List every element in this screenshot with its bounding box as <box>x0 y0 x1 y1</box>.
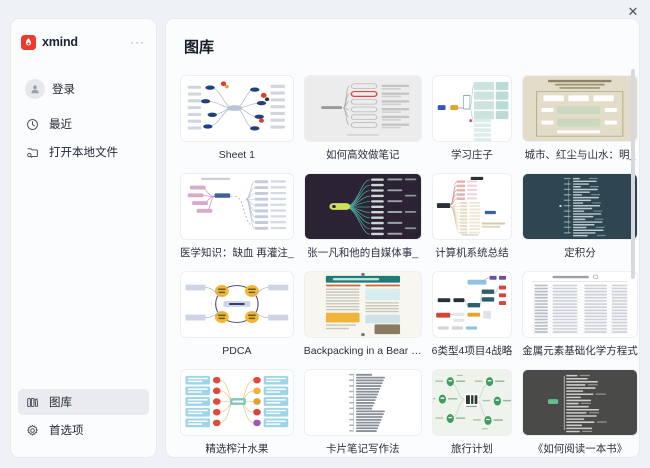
title-bar: ✕ <box>0 0 650 18</box>
gallery-card-label: Backpacking in a Bear … <box>303 345 422 357</box>
sidebar-item-recent[interactable]: 最近 <box>18 111 149 137</box>
gallery-card-thumbnail[interactable] <box>522 271 638 338</box>
gallery-card-label: 城市、红尘与山水：明_ <box>524 149 636 161</box>
gallery-card-thumbnail[interactable] <box>522 173 638 240</box>
gallery-scrollbar[interactable] <box>631 69 635 453</box>
gallery-card[interactable]: 6类型4项目4战略 <box>431 260 513 358</box>
sidebar-item-open-local-file-label: 打开本地文件 <box>49 147 118 159</box>
clock-icon <box>25 117 40 132</box>
gallery-card[interactable]: 学习庄子 <box>431 64 513 162</box>
gallery-card-label: 医学知识：缺血 再灌注_ <box>180 247 294 259</box>
gallery-card[interactable]: 卡片笔记写作法 <box>303 358 422 456</box>
gallery-card-label: Sheet 1 <box>218 149 255 161</box>
gallery-card-thumbnail[interactable] <box>180 369 294 436</box>
gallery-grid: Sheet 1 如何高效做笔记 学习庄子 城市、红尘与山水：明_ 医学知识：缺血 再灌注… <box>166 64 639 456</box>
gallery-card[interactable]: 《如何阅读一本书》 <box>522 358 638 456</box>
gallery-card-label: 旅行计划 <box>450 443 493 455</box>
gallery-card-thumbnail[interactable] <box>522 75 638 142</box>
close-window-button[interactable]: ✕ <box>627 3 639 19</box>
sidebar-item-recent-label: 最近 <box>49 119 72 131</box>
xmind-logo-icon <box>21 34 36 50</box>
gallery-card-thumbnail[interactable] <box>431 173 513 240</box>
gallery-card-label: 《如何阅读一本书》 <box>532 443 628 455</box>
gallery-card-thumbnail[interactable] <box>303 75 422 142</box>
sidebar-item-preferences[interactable]: 首选项 <box>18 417 149 443</box>
gear-icon <box>25 423 40 438</box>
gallery-card-thumbnail[interactable] <box>431 271 513 338</box>
gallery-card[interactable]: 城市、红尘与山水：明_ <box>522 64 638 162</box>
more-horizontal-icon[interactable]: ··· <box>130 35 145 49</box>
gallery-card-thumbnail[interactable] <box>522 369 638 436</box>
gallery-panel: 图库 Sheet 1 如何高效做笔记 学习庄子 城市、红尘与山水：明_ 医学知识：缺血 … <box>165 18 640 458</box>
gallery-card-label: 如何高效做笔记 <box>325 149 400 161</box>
gallery-card-thumbnail[interactable] <box>180 173 294 240</box>
gallery-card-thumbnail[interactable] <box>180 75 294 142</box>
open-file-icon <box>25 145 40 160</box>
gallery-icon <box>25 395 40 410</box>
sidebar-item-gallery[interactable]: 图库 <box>18 389 149 415</box>
gallery-scrollbar-thumb[interactable] <box>631 69 635 279</box>
gallery-card[interactable]: 旅行计划 <box>431 358 513 456</box>
gallery-card[interactable]: 如何高效做笔记 <box>303 64 422 162</box>
brand-row: xmind ··· <box>11 25 156 59</box>
gallery-card-thumbnail[interactable] <box>431 369 513 436</box>
gallery-card-label: 金属元素基础化学方程式 <box>522 345 638 357</box>
gallery-card[interactable]: 计算机系统总结 <box>431 162 513 260</box>
user-avatar-icon <box>25 79 45 99</box>
sidebar-item-gallery-label: 图库 <box>49 397 72 409</box>
sidebar-bottom-group: 图库 首选项 <box>11 387 156 457</box>
brand-name: xmind <box>42 35 78 49</box>
gallery-card-thumbnail[interactable] <box>303 173 422 240</box>
gallery-card-label: 计算机系统总结 <box>435 247 509 259</box>
gallery-card-label: PDCA <box>222 345 252 357</box>
sidebar-item-preferences-label: 首选项 <box>49 425 84 437</box>
sidebar-item-login[interactable]: 登录 <box>18 73 149 105</box>
gallery-card[interactable]: 张一凡和他的自媒体事_ <box>303 162 422 260</box>
gallery-card-label: 定积分 <box>564 247 596 259</box>
sidebar-item-open-local-file[interactable]: 打开本地文件 <box>18 139 149 165</box>
gallery-card[interactable]: Backpacking in a Bear … <box>303 260 422 358</box>
gallery-card-label: 学习庄子 <box>450 149 493 161</box>
gallery-card-thumbnail[interactable] <box>431 75 513 142</box>
gallery-card[interactable]: 医学知识：缺血 再灌注_ <box>180 162 294 260</box>
gallery-card[interactable]: 精选榨汁水果 <box>180 358 294 456</box>
sidebar-top-group: 登录 最近 打开本 <box>11 71 156 167</box>
gallery-card-thumbnail[interactable] <box>180 271 294 338</box>
gallery-card-thumbnail[interactable] <box>303 271 422 338</box>
gallery-card[interactable]: Sheet 1 <box>180 64 294 162</box>
gallery-scroll-area: Sheet 1 如何高效做笔记 学习庄子 城市、红尘与山水：明_ 医学知识：缺血 再灌注… <box>166 64 639 457</box>
gallery-card-label: 卡片笔记写作法 <box>325 443 400 455</box>
gallery-card[interactable]: 金属元素基础化学方程式 <box>522 260 638 358</box>
gallery-card-thumbnail[interactable] <box>303 369 422 436</box>
sidebar: xmind ··· 登录 <box>10 18 157 458</box>
gallery-card-label: 精选榨汁水果 <box>205 443 269 455</box>
sidebar-item-login-label: 登录 <box>52 84 75 96</box>
gallery-card[interactable]: PDCA <box>180 260 294 358</box>
gallery-card[interactable]: 定积分 <box>522 162 638 260</box>
page-title: 图库 <box>184 39 215 56</box>
gallery-card-label: 张一凡和他的自媒体事_ <box>307 247 419 259</box>
gallery-card-label: 6类型4项目4战略 <box>431 345 513 357</box>
sidebar-spacer <box>11 167 156 387</box>
